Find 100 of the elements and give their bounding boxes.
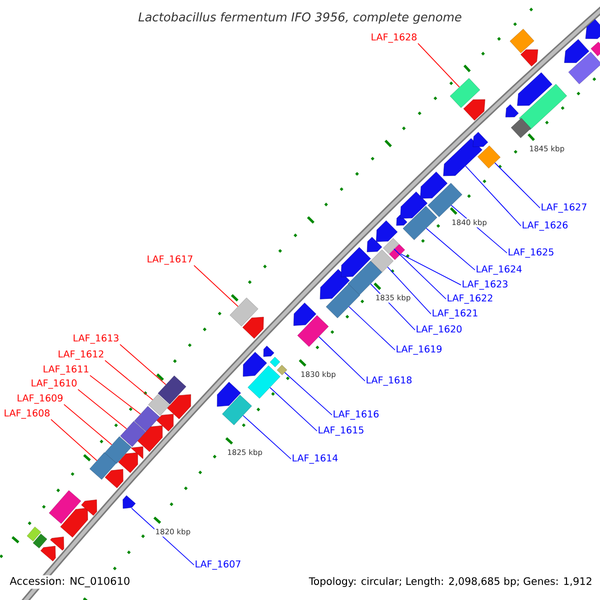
gene-box	[510, 118, 532, 138]
gene-symbol	[585, 19, 600, 39]
gene-label: LAF_1607	[196, 560, 240, 570]
leader-line	[394, 248, 446, 300]
gene-box	[590, 42, 600, 56]
leader-line	[348, 306, 396, 350]
gene-symbol	[472, 132, 488, 147]
leader-line	[270, 387, 318, 432]
gene-symbol	[320, 269, 350, 300]
gene-symbol	[242, 352, 267, 377]
gene-label: LAF_1625	[508, 248, 554, 258]
gene-box	[450, 78, 480, 108]
gene-symbol	[505, 104, 519, 118]
gene-symbol	[216, 382, 241, 407]
gene-box	[519, 84, 567, 130]
gene-symbol	[564, 39, 590, 63]
gene-symbol	[463, 99, 486, 121]
gene-box	[348, 260, 382, 296]
gene-symbol	[130, 446, 144, 459]
gene-box	[222, 394, 252, 426]
gene-label: LAF_1609	[18, 394, 63, 404]
leader-line	[494, 162, 540, 208]
gene-label: LAF_1626	[522, 221, 568, 231]
gene-box	[370, 250, 394, 272]
gene-symbol	[294, 302, 316, 326]
gene-box	[326, 284, 360, 318]
leader-line	[78, 389, 128, 430]
leader-line	[50, 419, 98, 461]
leader-line	[131, 508, 194, 566]
gene-label: LAF_1615	[318, 426, 364, 436]
gene-symbol	[420, 172, 448, 199]
gene-box	[428, 182, 462, 218]
gene-symbol	[156, 414, 174, 432]
gene-label: LAF_1616	[334, 410, 379, 420]
leader-line	[242, 415, 292, 460]
leader-line	[465, 166, 522, 226]
gene-symbol	[340, 247, 371, 278]
accession-label: Accession: NC_010610	[8, 575, 132, 589]
leader-line	[400, 254, 462, 286]
gene-symbol	[366, 236, 382, 252]
gene-label: LAF_1623	[462, 280, 508, 290]
gene-symbol	[167, 394, 191, 420]
gene-symbol	[50, 536, 64, 551]
gene-box	[32, 534, 48, 548]
leader-line	[90, 375, 141, 414]
gene-symbol	[104, 469, 124, 488]
gene-box	[270, 356, 280, 368]
gene-label: LAF_1618	[366, 376, 412, 386]
gene-box	[389, 244, 405, 260]
gene-box	[120, 421, 146, 447]
gene-label: LAF_1611	[44, 365, 88, 375]
leader-line	[318, 336, 366, 382]
gene-box	[383, 238, 399, 254]
gene-label: LAF_1621	[432, 309, 478, 319]
gene-box	[276, 364, 288, 376]
leader-line	[120, 344, 166, 385]
gene-symbol	[122, 495, 136, 509]
leader-line	[387, 266, 432, 314]
gene-box	[297, 315, 329, 347]
gene-symbol	[138, 426, 163, 452]
gene-symbol	[242, 316, 264, 339]
gene-label: LAF_1620	[416, 325, 462, 335]
gene-box	[568, 52, 600, 84]
gene-box	[230, 298, 258, 326]
gene-box	[510, 28, 534, 54]
gene-symbol	[396, 214, 408, 226]
leader-line	[194, 265, 238, 307]
gene-label: LAF_1613	[74, 334, 118, 344]
genome-summary: Topology: circular; Length: 2,098,685 bp; Genes: 1,912	[307, 576, 594, 588]
leader-line	[426, 228, 476, 270]
gene-box	[104, 436, 132, 464]
gene-label: LAF_1624	[476, 265, 522, 275]
gene-label: LAF_1617	[148, 255, 192, 265]
gene-label: LAF_1614	[292, 454, 338, 464]
gene-symbol	[60, 508, 88, 538]
gene-symbol	[40, 546, 56, 562]
gene-label: LAF_1627	[542, 203, 586, 213]
gene-label: LAF_1628	[372, 33, 417, 43]
gene-symbol	[81, 500, 97, 516]
gene-box	[248, 365, 280, 399]
gene-label: LAF_1619	[396, 345, 442, 355]
gene-symbol	[118, 452, 138, 473]
leader-line	[104, 360, 154, 400]
gene-box	[402, 206, 438, 240]
gene-symbol	[376, 220, 398, 242]
gene-box	[158, 376, 186, 404]
leader-line	[284, 372, 332, 416]
gene-symbol	[517, 72, 552, 106]
gene-label: LAF_1622	[448, 294, 492, 304]
gene-symbol	[443, 138, 482, 176]
gene-symbol	[520, 49, 538, 66]
gene-symbol	[400, 192, 428, 219]
gene-box	[148, 394, 170, 416]
leader-line	[64, 404, 112, 446]
gene-box	[26, 526, 42, 542]
leader-line	[418, 43, 460, 88]
gene-box	[48, 490, 82, 524]
gene-box	[90, 452, 116, 480]
gene-symbol	[263, 346, 274, 357]
gene-box	[478, 146, 500, 168]
